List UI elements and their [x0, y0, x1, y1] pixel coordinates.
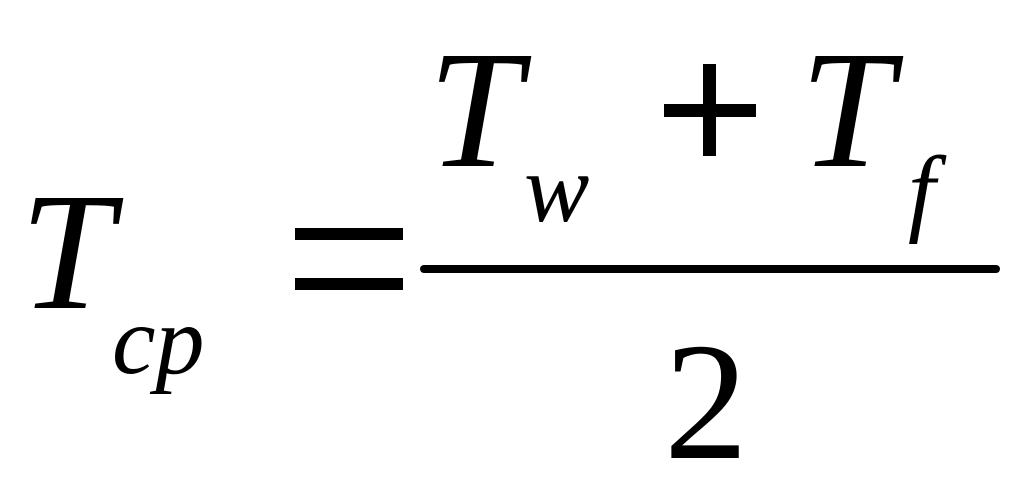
- plus-sign: [664, 64, 756, 156]
- equals-bar-bottom: [295, 278, 403, 290]
- lhs-symbol: T: [20, 159, 114, 345]
- equals-bar-top: [295, 228, 403, 240]
- numerator-term2-symbol: T: [800, 17, 894, 203]
- numerator-term1-subscript: w: [524, 135, 590, 243]
- numerator-term2-subscript: f: [908, 137, 936, 245]
- denominator: 2: [664, 309, 748, 486]
- fraction-bar: [420, 265, 1000, 273]
- lhs-subscript: cp: [112, 287, 205, 395]
- numerator-term1-symbol: T: [428, 17, 522, 203]
- plus-vertical: [703, 64, 716, 156]
